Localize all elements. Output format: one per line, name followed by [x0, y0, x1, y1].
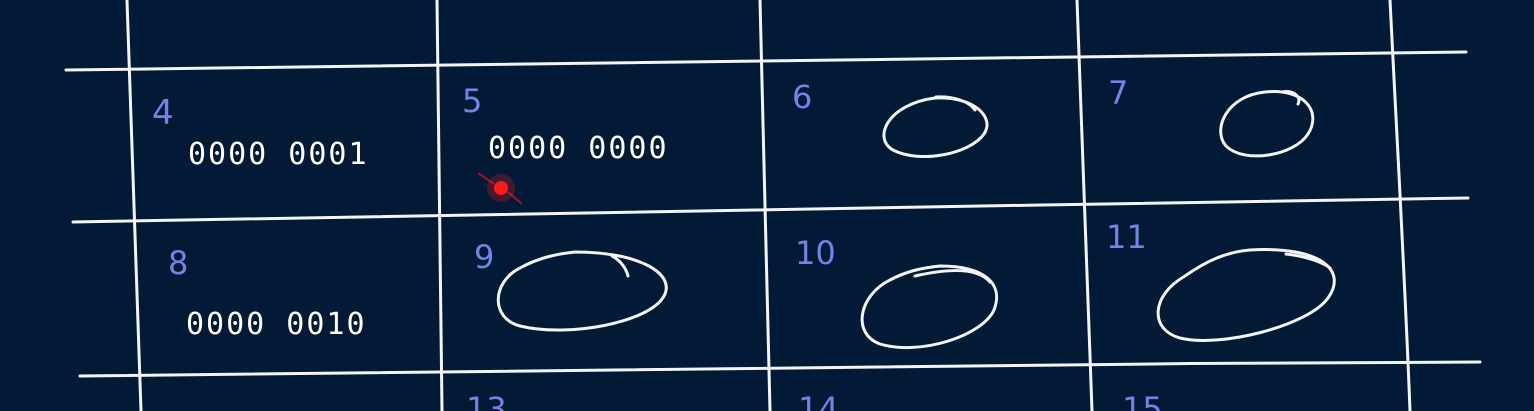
empty-bubble-11 — [1156, 248, 1336, 342]
cell-value-5: 0000 0000 — [488, 131, 669, 166]
cell-number-9: 9 — [474, 238, 494, 276]
cell-number-7: 7 — [1108, 74, 1128, 112]
cell-numbers: 4 5 6 7 8 9 10 11 13 14 15 — [152, 74, 1163, 411]
empty-bubble-7 — [1219, 90, 1315, 158]
empty-bubble-6 — [882, 95, 989, 158]
grid-line-h1 — [64, 50, 1468, 72]
cell-number-13: 13 — [466, 390, 507, 411]
cell-number-5: 5 — [462, 82, 482, 120]
grid-line-v1 — [125, 0, 143, 411]
cell-number-14: 14 — [798, 390, 839, 411]
cell-number-15: 15 — [1122, 390, 1163, 411]
cell-value-8: 0000 0010 — [186, 307, 367, 342]
empty-bubble-10 — [860, 264, 999, 349]
cell-value-4: 0000 0001 — [188, 137, 369, 172]
grid-line-v2 — [435, 0, 444, 411]
empty-bubble-9 — [496, 250, 668, 332]
cell-number-8: 8 — [168, 244, 188, 282]
cell-number-6: 6 — [792, 78, 812, 116]
grid-line-h2 — [71, 196, 1470, 224]
grid-line-v5 — [1388, 0, 1412, 411]
grid-line-h3 — [78, 360, 1482, 378]
cell-number-11: 11 — [1106, 218, 1147, 256]
cell-number-10: 10 — [795, 234, 836, 272]
grid-line-v3 — [758, 0, 772, 411]
grid-line-v4 — [1075, 0, 1094, 411]
cell-values: 0000 0001 0000 0000 0000 0010 — [186, 131, 669, 342]
empty-cell-bubbles — [496, 90, 1336, 349]
laser-pointer — [477, 172, 523, 205]
grid-lines — [64, 0, 1482, 411]
cell-number-4: 4 — [152, 93, 174, 133]
